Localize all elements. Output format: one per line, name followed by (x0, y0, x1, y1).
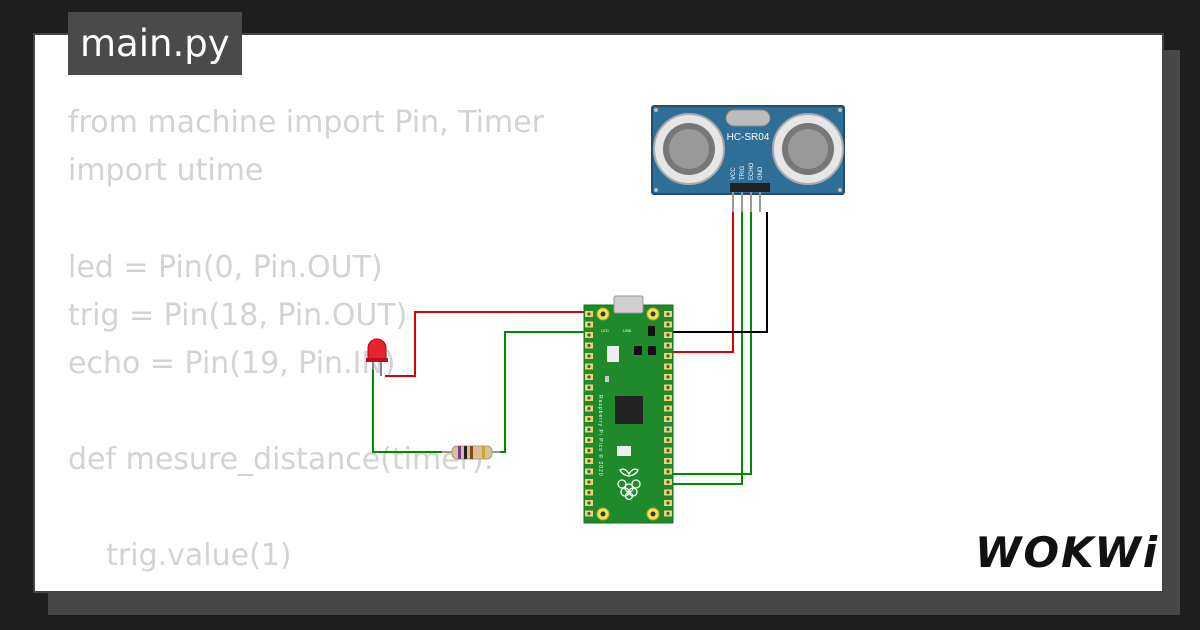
pin-hole (587, 375, 591, 379)
raspberry-logo-icon (617, 468, 641, 501)
pin-hole (587, 469, 591, 474)
pin-hole (666, 343, 670, 348)
transducer-right (772, 113, 844, 185)
wire-led-cathode[interactable] (372, 368, 450, 453)
sensor-header (730, 183, 770, 192)
pin-hole (587, 385, 591, 390)
code-line: def mesure_distance(timer): (68, 442, 494, 477)
usb-connector (613, 295, 644, 314)
pin-hole (666, 364, 670, 369)
crystal-oscillator (725, 109, 771, 127)
pin-label-vcc: VCC (731, 167, 737, 180)
pin-hole (587, 364, 591, 369)
pin-hole (666, 480, 670, 484)
code-line: import utime (68, 153, 264, 188)
pin-header-right (664, 311, 672, 517)
pin-hole (587, 322, 591, 327)
pin-hole (666, 375, 670, 379)
pin-hole (666, 438, 670, 442)
resistor[interactable] (442, 445, 500, 460)
pin-hole (587, 501, 591, 505)
pin-hole (587, 333, 591, 337)
led-silk-label: LED (601, 328, 609, 333)
pin-hole (666, 354, 670, 358)
red-led[interactable] (366, 338, 388, 376)
wires (372, 212, 768, 485)
pin-hole (666, 385, 670, 390)
board-silk-text: Raspberry Pi Pico © 2020 (597, 395, 604, 477)
pin-label-gnd: GND (758, 166, 764, 180)
pin-hole (666, 396, 670, 400)
file-tab-main-py[interactable]: main.py (68, 12, 242, 75)
wire-resistor-gnd[interactable] (496, 331, 596, 453)
wire-led-anode[interactable] (385, 311, 596, 377)
sensor-label: HC-SR04 (727, 132, 770, 143)
pin-hole (587, 406, 591, 411)
raspberry-pi-pico[interactable]: LED USB Raspberry Pi Pico © 2020 (583, 295, 674, 524)
bootsel-button[interactable] (607, 346, 619, 362)
code-line: led = Pin(0, Pin.OUT) (68, 250, 383, 285)
pin-hole (587, 511, 591, 516)
rp2040-chip (615, 396, 643, 424)
pin-hole (587, 312, 591, 316)
pin-hole (587, 480, 591, 484)
pin-hole (587, 417, 591, 421)
pin-hole (587, 354, 591, 358)
pin-hole (666, 459, 670, 463)
pin-hole (587, 343, 591, 348)
pin-hole (666, 427, 670, 432)
pin-hole (666, 322, 670, 327)
pin-label-echo: ECHO (749, 162, 755, 180)
pin-hole (666, 448, 670, 453)
wire-trig[interactable] (660, 212, 743, 485)
pin-label-trig: TRIG (740, 165, 746, 180)
pin-hole (666, 417, 670, 421)
usb-silk-label: USB (623, 328, 632, 333)
pin-hole (587, 396, 591, 400)
pin-hole (587, 490, 591, 495)
pin-hole (587, 438, 591, 442)
pin-hole (587, 459, 591, 463)
pin-header-left (585, 311, 593, 517)
pin-hole (666, 511, 670, 516)
pin-hole (587, 427, 591, 432)
transducer-left (653, 113, 725, 185)
pin-hole (666, 333, 670, 337)
code-line: trig = Pin(18, Pin.OUT) (68, 298, 408, 333)
wire-gnd[interactable] (660, 212, 768, 333)
hc-sr04-sensor[interactable]: HC-SR04 VCC TRIG ECHO GND (651, 105, 845, 212)
pin-hole (666, 406, 670, 411)
pin-hole (666, 469, 670, 474)
wire-vcc[interactable] (660, 212, 734, 353)
pin-hole (666, 490, 670, 495)
code-line: from machine import Pin, Timer (68, 105, 545, 140)
code-line: echo = Pin(19, Pin.IN) (68, 346, 396, 381)
code-line: trig.value(1) (68, 538, 292, 573)
wire-echo[interactable] (660, 212, 752, 475)
pin-hole (587, 448, 591, 453)
pin-hole (666, 501, 670, 505)
wokwi-logo: WOKWi (975, 528, 1160, 577)
pin-hole (666, 312, 670, 316)
